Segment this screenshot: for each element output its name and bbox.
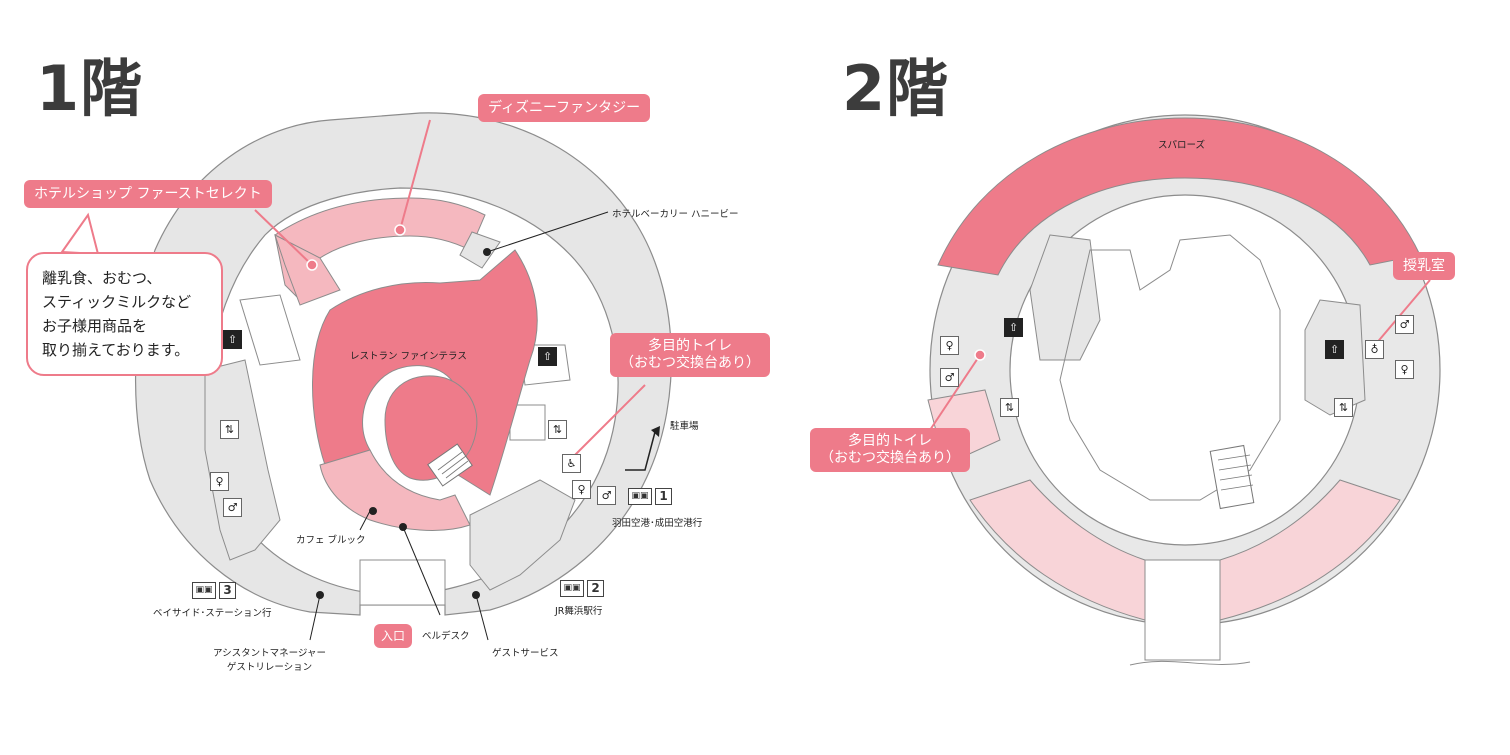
cafe-label: カフェ ブルック: [296, 535, 366, 546]
womens-toilet-icon: ♀: [1395, 360, 1414, 379]
bus-stop-number-3: 3: [219, 582, 236, 599]
accessible-toilet-label[interactable]: 多目的トイレ （おむつ交換台あり）: [610, 333, 770, 377]
bus-stop-destination-2: JR舞浜駅行: [555, 606, 603, 617]
elevator-icon: ⇅: [220, 420, 239, 439]
mens-toilet-icon: ♂: [940, 368, 959, 387]
elevator-icon: ⇅: [548, 420, 567, 439]
right-wing-block: [469, 479, 576, 591]
hotel-shop-callout: 離乳食、おむつ、 スティックミルクなど お子様用商品を 取り揃えております。: [26, 252, 223, 376]
hotel-shop-label[interactable]: ホテルショップ ファーストセレクト: [24, 180, 272, 208]
second-floor-map: [927, 114, 1441, 666]
wheelchair-icon: ♿: [562, 454, 581, 473]
mens-toilet-icon: ♂: [223, 498, 242, 517]
elevator-icon: ⇅: [1334, 398, 1353, 417]
bus-icon: ▣▣: [628, 488, 652, 505]
second-floor-title: 2階: [842, 52, 950, 125]
assistant-manager-label: アシスタントマネージャー ゲストリレーション: [213, 647, 326, 675]
first-floor-map: [135, 112, 672, 641]
bus-icon: ▣▣: [192, 582, 216, 599]
hotel-shop-area: [274, 233, 341, 306]
parking-arrow-icon: [625, 431, 656, 471]
bell-desk-label: ベルデスク: [422, 631, 470, 642]
bus-icon: ▣▣: [560, 580, 584, 597]
disney-fantasy-label[interactable]: ディズニーファンタジー: [478, 94, 651, 122]
mens-toilet-icon: ♂: [597, 486, 616, 505]
second-floor-accessible-toilet-label[interactable]: 多目的トイレ （おむつ交換台あり）: [810, 428, 970, 472]
callout-line-2: スティックミルクなど: [42, 293, 192, 311]
womens-toilet-icon: ♀: [210, 472, 229, 491]
callout-line-3: お子様用商品を: [42, 317, 148, 335]
nursing-room-label[interactable]: 授乳室: [1393, 252, 1455, 280]
emergency-exit-icon: ⇧: [223, 330, 242, 349]
cafe-area: [319, 449, 471, 531]
assistant-manager-line2: ゲストリレーション: [226, 662, 313, 673]
bus-stop-number-1: 1: [655, 488, 672, 505]
callout-line-4: 取り揃えております。: [42, 341, 190, 359]
second-floor-accessible-toilet-line1: 多目的トイレ: [848, 433, 932, 449]
elevator-icon: ⇅: [1000, 398, 1019, 417]
assistant-manager-line1: アシスタントマネージャー: [213, 648, 326, 659]
first-floor-title: 1階: [36, 52, 144, 125]
second-floor-staircase-icon: [1209, 444, 1255, 510]
bus-stop-destination-1: 羽田空港･成田空港行: [612, 518, 703, 529]
womens-toilet-icon: ♀: [940, 336, 959, 355]
emergency-exit-icon: ⇧: [1004, 318, 1023, 337]
accessible-toilet-label-line1: 多目的トイレ: [648, 338, 732, 354]
nursing-bottle-icon: ♁: [1365, 340, 1384, 359]
guest-service-label: ゲストサービス: [492, 648, 559, 659]
bus-stop-number-2: 2: [587, 580, 604, 597]
emergency-exit-icon: ⇧: [1325, 340, 1344, 359]
parking-label: 駐車場: [670, 421, 699, 432]
bakery-label: ホテルベーカリー ハニービー: [612, 209, 739, 220]
second-floor-accessible-toilet-line2: （おむつ交換台あり）: [820, 450, 960, 466]
accessible-toilet-label-line2: （おむつ交換台あり）: [620, 355, 760, 371]
sparrows-area: [937, 117, 1421, 276]
staircase-icon: [427, 443, 473, 487]
entrance-notch: [359, 559, 446, 606]
emergency-exit-icon: ⇧: [538, 347, 557, 366]
womens-toilet-icon: ♀: [572, 480, 591, 499]
bus-stop-destination-3: ベイサイド･ステーション行: [153, 608, 272, 619]
sparrows-label: スパローズ: [1158, 140, 1206, 151]
entrance-label[interactable]: 入口: [374, 624, 413, 648]
mens-toilet-icon: ♂: [1395, 315, 1414, 334]
restaurant-label: レストラン ファインテラス: [350, 351, 467, 362]
disney-fantasy-shop-area: [274, 197, 486, 301]
callout-line-1: 離乳食、おむつ、: [42, 269, 162, 287]
